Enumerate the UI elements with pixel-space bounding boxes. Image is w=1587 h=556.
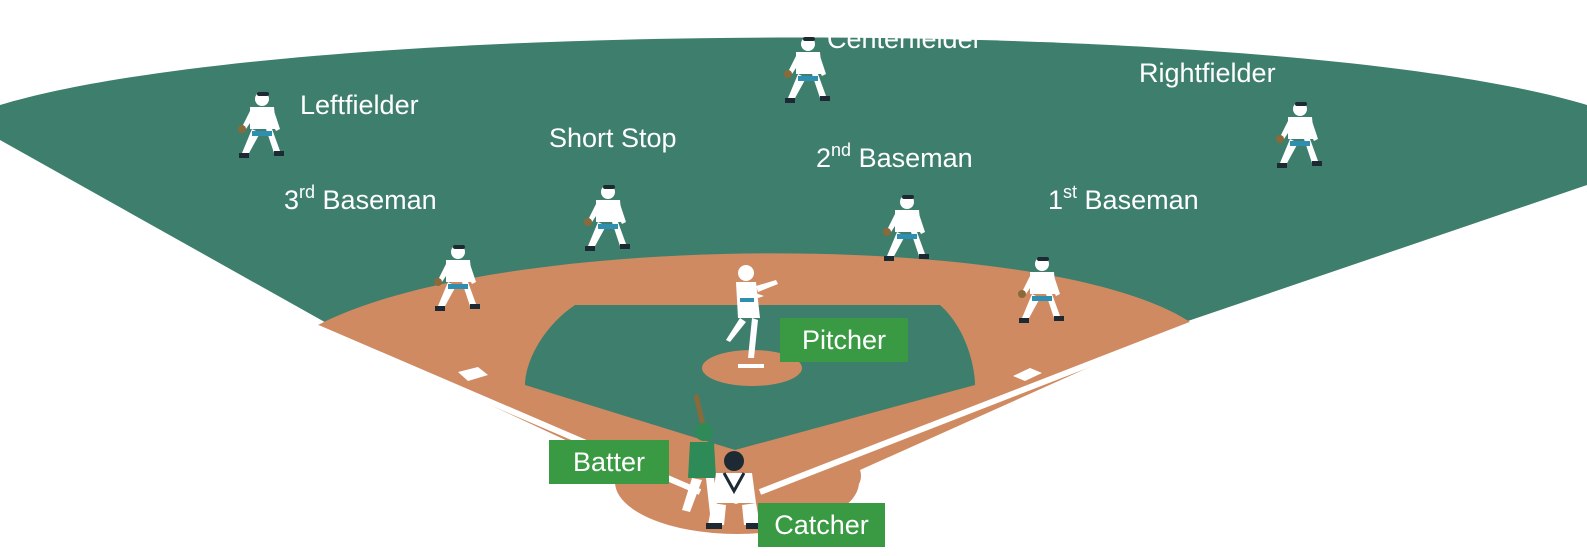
- second-baseman-label: 2nd Baseman: [816, 145, 973, 172]
- batter-label: Batter: [549, 440, 669, 484]
- second-baseman-ordinal-suffix: nd: [831, 140, 851, 160]
- third-baseman-ordinal: 3: [284, 185, 299, 215]
- third-baseman-ordinal-suffix: rd: [299, 182, 315, 202]
- leftfielder-label: Leftfielder: [300, 92, 419, 119]
- catcher-label: Catcher: [758, 503, 885, 547]
- third-baseman-role: Baseman: [315, 185, 437, 215]
- second-baseman-ordinal: 2: [816, 143, 831, 173]
- short-stop-label: Short Stop: [549, 125, 677, 152]
- third-baseman-label: 3rd Baseman: [284, 187, 437, 214]
- pitcher-label: Pitcher: [780, 318, 908, 362]
- first-baseman-ordinal-suffix: st: [1063, 182, 1077, 202]
- first-baseman-role: Baseman: [1077, 185, 1199, 215]
- second-baseman-role: Baseman: [851, 143, 973, 173]
- first-baseman-label: 1st Baseman: [1048, 187, 1199, 214]
- rightfielder-label: Rightfielder: [1139, 60, 1276, 87]
- centerfielder-label: Centerfielder: [827, 26, 982, 53]
- pitching-rubber: [738, 364, 764, 368]
- first-baseman-ordinal: 1: [1048, 185, 1063, 215]
